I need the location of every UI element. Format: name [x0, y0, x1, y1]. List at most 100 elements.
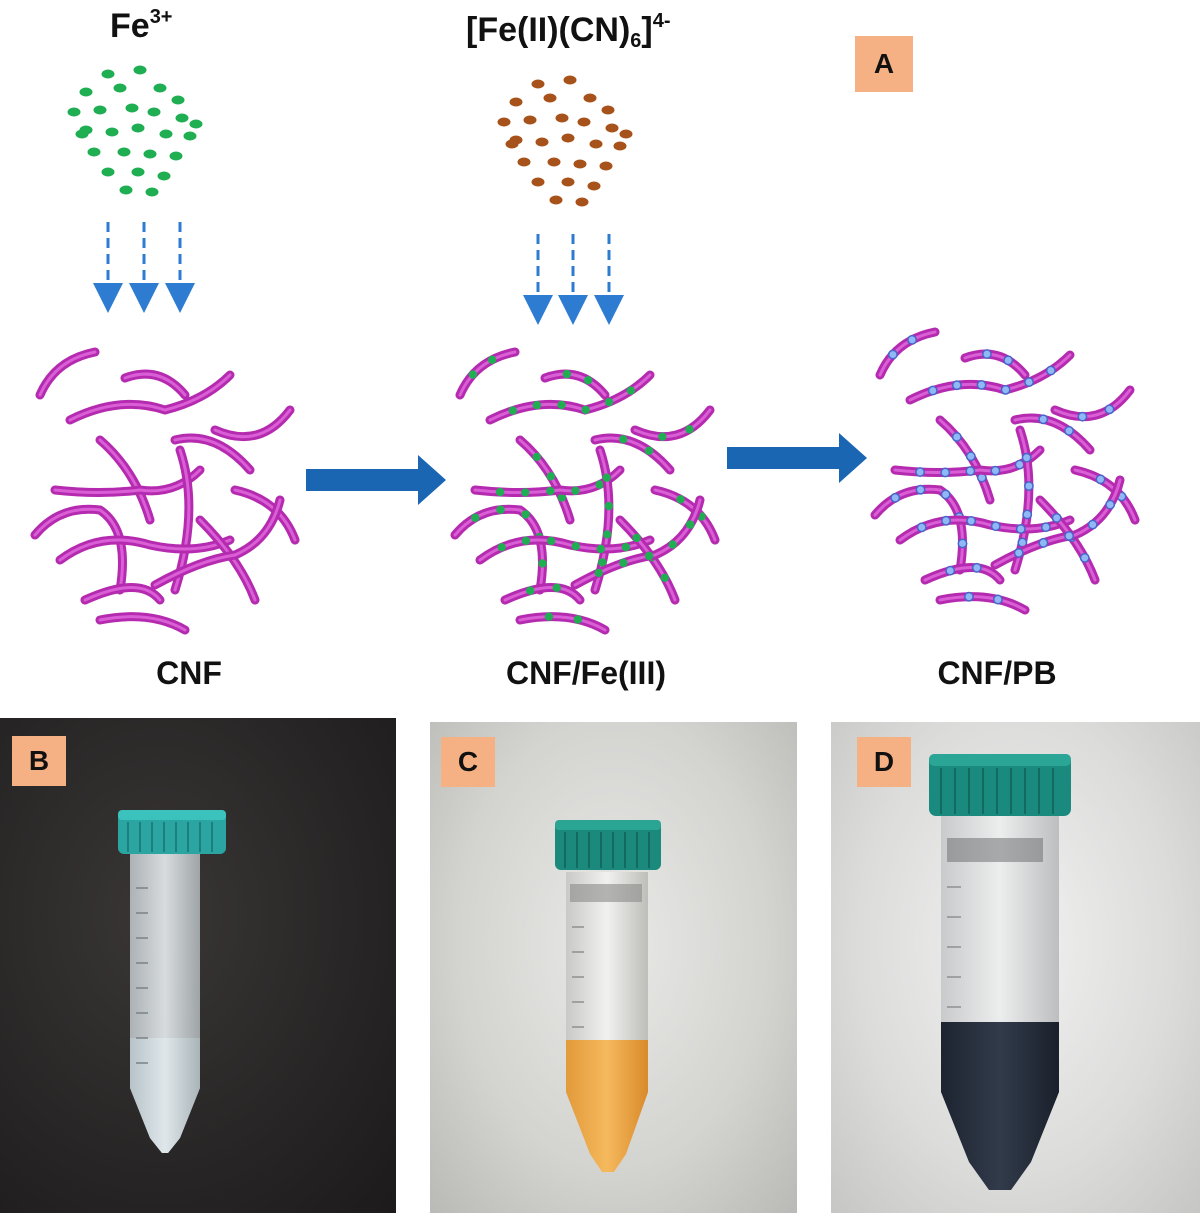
panel-label-c: C — [441, 737, 495, 787]
panel-label-b: B — [12, 736, 66, 786]
dashed-arrows-fe3 — [108, 222, 180, 298]
fe3-ion-dot — [88, 148, 101, 157]
ferrocyanide-ion-dot — [548, 158, 561, 167]
ferrocyanide-ion-dot — [574, 160, 587, 169]
fe3-ion-dot — [190, 120, 203, 129]
pb-particle — [1015, 549, 1023, 557]
fe3-site — [595, 569, 603, 577]
fe3-ion-dot — [146, 188, 159, 197]
process-arrow-2 — [727, 433, 867, 483]
photo-cnf-tube — [0, 718, 396, 1213]
fe3-site — [547, 537, 555, 545]
fe3-ion-dot — [134, 66, 147, 75]
fe3-ion-dot — [106, 128, 119, 137]
cnf-fiber-network — [35, 352, 295, 630]
fe3-site — [545, 612, 553, 620]
stage-label-cnf-pb: CNF/PB — [847, 655, 1147, 692]
pb-particle — [953, 381, 961, 389]
fe3-site — [574, 615, 582, 623]
fe3-site — [619, 435, 627, 443]
pb-particle — [1015, 460, 1023, 468]
ferrocyanide-ion-dot — [562, 134, 575, 143]
ferrocyanide-ion-dot — [524, 116, 537, 125]
fe3-site — [658, 432, 666, 440]
pb-particle — [1047, 366, 1055, 374]
fe3-site — [572, 542, 580, 550]
fe3-site — [669, 540, 677, 548]
pb-particle — [941, 490, 949, 498]
ferrocyanide-ion-dot — [510, 98, 523, 107]
fe3-site — [538, 559, 546, 567]
fe3-site — [581, 406, 589, 414]
fe3-site — [526, 586, 534, 594]
ferrocyanide-ion-dot — [550, 196, 563, 205]
ferrocyanide-ion-dot — [556, 114, 569, 123]
fe3-site — [622, 543, 630, 551]
nanofiber — [100, 440, 150, 520]
fe3-site — [645, 447, 653, 455]
nanofiber — [40, 352, 95, 395]
pb-particle — [891, 494, 899, 502]
fe3-ion-dot — [172, 96, 185, 105]
fe3-site — [533, 401, 541, 409]
fe3-ion-dot — [94, 106, 107, 115]
pb-particle — [1065, 427, 1073, 435]
ferrocyanide-ion-dot — [620, 130, 633, 139]
fe3-ion-dot — [80, 88, 93, 97]
pb-particle — [958, 539, 966, 547]
fe3-site — [557, 401, 565, 409]
ferrocyanide-ion-dot — [544, 94, 557, 103]
fe3-site — [584, 376, 592, 384]
ferrocyanide-ion-dot — [532, 80, 545, 89]
nanofiber — [520, 440, 570, 520]
pb-particle — [1042, 523, 1050, 531]
nanofiber — [940, 420, 990, 500]
fe3-ion-dot — [184, 132, 197, 141]
fe3-site — [521, 510, 529, 518]
fe3-ion-dot — [120, 186, 133, 195]
pb-particle — [965, 592, 973, 600]
panel-label-d: D — [857, 737, 911, 787]
fe3-site — [471, 514, 479, 522]
ferrocyanide-ion-dot — [498, 118, 511, 127]
fe3-site — [605, 502, 613, 510]
fe3-ion-dot — [144, 150, 157, 159]
pb-particle — [1039, 539, 1047, 547]
ferrocyanide-ion-dot — [536, 138, 549, 147]
cnf-pb-fiber-network — [875, 332, 1135, 610]
fe3-site — [685, 425, 693, 433]
pb-particle — [977, 381, 985, 389]
fe3-ion-dot — [176, 114, 189, 123]
pb-particle — [967, 452, 975, 460]
pb-particle — [1096, 475, 1104, 483]
tube-dark-blue — [831, 722, 1200, 1213]
pb-particle — [1065, 532, 1073, 540]
fe3-site — [603, 530, 611, 538]
pb-particle — [1106, 500, 1114, 508]
ferrocyanide-ion-dot — [600, 162, 613, 171]
ferrocyanide-ion-dot — [532, 178, 545, 187]
pb-particle — [941, 468, 949, 476]
fe3-ion-dot — [80, 126, 93, 135]
pb-particle — [1017, 525, 1025, 533]
fe3-ion-dot — [154, 84, 167, 93]
fe3-site — [509, 406, 517, 414]
fe3-site — [547, 472, 555, 480]
fe3-site — [533, 453, 541, 461]
pb-particle — [966, 467, 974, 475]
tube-clear — [0, 718, 396, 1213]
ferrocyanide-ion-dot — [562, 178, 575, 187]
fe3-site — [632, 534, 640, 542]
pb-particle — [918, 523, 926, 531]
fe3-site — [521, 488, 529, 496]
pb-particle — [991, 467, 999, 475]
ferrocyanide-ion-dot — [510, 136, 523, 145]
pb-particle — [1052, 514, 1060, 522]
fe3-ion-dot — [132, 124, 145, 133]
fe3-ion-dot — [68, 108, 81, 117]
ferrocyanide-ion-dot — [588, 182, 601, 191]
fe3-ion-dot — [158, 172, 171, 181]
fe3-ion-dot — [170, 152, 183, 161]
fe3-site — [571, 487, 579, 495]
pb-particle — [1025, 482, 1033, 490]
